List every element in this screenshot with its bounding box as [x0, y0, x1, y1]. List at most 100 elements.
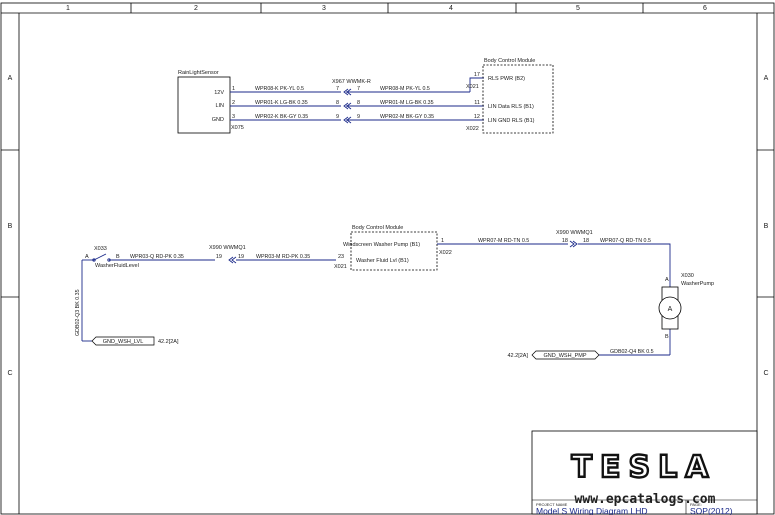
- title-block: TESLA PROJECT NAME PAGE: Model S Wiring …: [531, 430, 758, 515]
- row-label-a-left: A: [8, 75, 13, 82]
- x030-label: X030: [681, 273, 694, 279]
- col-label-4: 4: [449, 5, 453, 12]
- bcm-mid-conn-x022: X022: [439, 250, 452, 256]
- bcm-top-pin-17: 17: [474, 72, 480, 78]
- top-wire-labels: WPR08-K PK-YL 0.5 WPR01-K LG-BK 0.35 WPR…: [255, 86, 434, 120]
- bcm-top-pin-12: 12: [474, 114, 480, 120]
- x990-right-connector: X990 WWMQ1 18 18: [556, 230, 593, 244]
- col-label-2: 2: [194, 5, 198, 12]
- bcm-mid: Body Control Module Windscreen Washer Pu…: [334, 225, 452, 271]
- col-label-1: 1: [66, 5, 70, 12]
- x967-pin-9-right: 9: [357, 114, 360, 120]
- bcm-signal-washer-pump: Windscreen Washer Pump (B1): [343, 242, 420, 248]
- bcm-signal-lin-gnd: LIN GND RLS (B1): [488, 118, 535, 124]
- watermark-url: www.epcatalogs.com: [575, 492, 716, 507]
- wire-gdb02-q3: GDB02-Q3 BK 0.35: [75, 289, 81, 336]
- level-pin-a: A: [85, 254, 89, 260]
- wire-gdb02-q4: GDB02-Q4 BK 0.5: [610, 349, 654, 355]
- row-label-b-right: B: [764, 223, 769, 230]
- x990-left-label: X990 WWMQ1: [209, 245, 246, 251]
- row-label-c-left: C: [7, 370, 12, 377]
- bcm-top-box: [482, 64, 554, 134]
- wire-wpr03-m: WPR03-M RD-PK 0.35: [256, 254, 310, 260]
- bcm-signal-rls-pwr: RLS PWR (B2): [488, 76, 525, 82]
- pump-pin-b: B: [665, 334, 669, 340]
- bcm-top-conn-x022: X022: [466, 126, 479, 132]
- pump-motor-symbol: [658, 296, 682, 320]
- x990-left-connector: X990 WWMQ1 19 19 WPR03-M RD-PK 0.35: [209, 245, 336, 264]
- bcm-top-conn-x021: X021: [466, 84, 479, 90]
- wire-wpr07-q: WPR07-Q RD-TN 0.5: [600, 238, 651, 244]
- x967-pin-7-left: 7: [336, 86, 339, 92]
- wire-wpr03-q: WPR03-Q RD-PK 0.35: [130, 254, 184, 260]
- col-label-3: 3: [322, 5, 326, 12]
- bcm-top: Body Control Module 17 11 12 RLS PWR (B2…: [466, 58, 554, 134]
- rain-pin-num-1: 1: [232, 86, 235, 92]
- tesla-logo: TESLA: [572, 450, 717, 485]
- bcm-mid-conn-x021: X021: [334, 264, 347, 270]
- wire-wpr01-k: WPR01-K LG-BK 0.35: [255, 100, 308, 106]
- x990-left-pin-19-left: 19: [216, 254, 222, 260]
- washer-pump: X030 WasherPump A B A GDB02-Q4 BK 0.5 GN…: [508, 273, 714, 360]
- x967-label: X967 WWMK-R: [332, 79, 371, 85]
- row-label-a-right: A: [764, 75, 769, 82]
- gnd-wsh-pmp-label: GND_WSH_PMP: [543, 353, 586, 359]
- row-label-c-right: C: [763, 370, 768, 377]
- pump-motor-letter: A: [668, 306, 673, 313]
- gnd-wsh-lvl-tag: [91, 336, 155, 346]
- bcm-top-title: Body Control Module: [484, 58, 535, 64]
- column-labels: 1 2 3 4 5 6: [66, 5, 707, 12]
- bcm-mid-title: Body Control Module: [352, 225, 403, 231]
- col-label-6: 6: [703, 5, 707, 12]
- bcm-mid-box: [350, 231, 438, 271]
- x967-pin-8-right: 8: [357, 100, 360, 106]
- rain-sensor-connector: X075: [231, 125, 244, 131]
- row-labels: A B C A B C: [7, 75, 768, 377]
- rain-pin-name-gnd: GND: [212, 117, 224, 123]
- rain-pin-num-2: 2: [232, 100, 235, 106]
- rain-pin-num-3-label: 3: [232, 114, 235, 120]
- wire-wpr08-m: WPR08-M PK-YL 0.5: [380, 86, 430, 92]
- wire-wpr02-k: WPR02-K BK-GY 0.35: [255, 114, 308, 120]
- rain-pin-name-12v: 12V: [214, 90, 224, 96]
- bcm-signal-lin-data: LIN Data RLS (B1): [488, 104, 534, 110]
- rain-sensor-title: RainLightSensor: [178, 70, 219, 76]
- gnd-wsh-pmp-ref: 42.2[2A]: [508, 353, 529, 359]
- wire-wpr07-m: WPR07-M RD-TN 0.5: [478, 238, 529, 244]
- bcm-top-pin-11: 11: [474, 100, 480, 106]
- bcm-signal-washer-fluid-lvl: Washer Fluid Lvl (B1): [356, 258, 409, 264]
- top-wires: [230, 77, 484, 121]
- washer-pump-name: WasherPump: [681, 281, 714, 287]
- release-name: SOP(2012): [690, 506, 733, 515]
- col-label-5: 5: [576, 5, 580, 12]
- gnd-wsh-lvl-ref: 42.2[2A]: [158, 339, 179, 345]
- rain-light-sensor: RainLightSensor 12V LIN GND 1 2 GND 3 X0…: [177, 70, 244, 134]
- rain-sensor-box: [177, 76, 231, 134]
- x967-connector: X967 WWMK-R 7 7 8 8 9 9: [332, 79, 371, 124]
- level-pin-b: B: [116, 254, 120, 260]
- bcm-mid-pin-23: 23: [338, 254, 344, 260]
- x967-pin-7-right: 7: [357, 86, 360, 92]
- x033-label: X033: [94, 246, 107, 252]
- washer-fluid-level-name: WasherFluidLevel: [95, 263, 139, 269]
- wire-wpr02-m: WPR02-M BK-GY 0.35: [380, 114, 434, 120]
- page-label: PAGE:: [690, 502, 702, 507]
- pump-wires: [437, 240, 671, 356]
- rain-pin-name-lin: LIN: [215, 103, 224, 109]
- wire-wpr08-k: WPR08-K PK-YL 0.5: [255, 86, 304, 92]
- washer-fluid-level-switch: X033 A B WasherFluidLevel WPR03-Q RD-PK …: [75, 246, 215, 346]
- x967-pin-8-left: 8: [336, 100, 339, 106]
- project-name: Model S Wiring Diagram LHD: [536, 506, 647, 515]
- x990-left-pin-19-right: 19: [238, 254, 244, 260]
- row-label-b-left: B: [8, 223, 13, 230]
- x967-pin-9-left: 9: [336, 114, 339, 120]
- x990-right-pin-18-left: 18: [562, 238, 568, 244]
- gnd-wsh-lvl-label: GND_WSH_LVL: [103, 339, 144, 345]
- x990-right-pin-18-right: 18: [583, 238, 589, 244]
- wire-wpr01-m: WPR01-M LG-BK 0.35: [380, 100, 434, 106]
- bcm-mid-pin-1: 1: [441, 238, 444, 244]
- pump-pin-a: A: [665, 277, 669, 283]
- x990-right-label: X990 WWMQ1: [556, 230, 593, 236]
